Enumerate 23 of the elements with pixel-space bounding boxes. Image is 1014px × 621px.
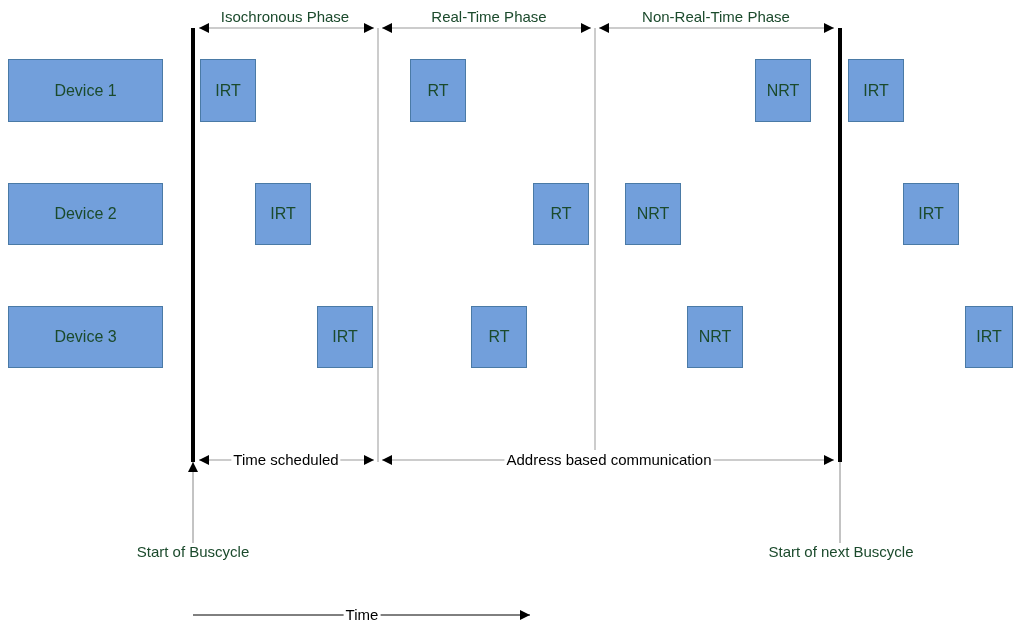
phase-label: Non-Real-Time Phase [640, 8, 792, 25]
time-slot-box: NRT [755, 59, 811, 122]
time-slot-box: NRT [625, 183, 681, 245]
time-slot-box: RT [471, 306, 527, 368]
device-box: Device 2 [8, 183, 163, 245]
leader-arrow [188, 461, 198, 544]
phase-label: Real-Time Phase [429, 8, 549, 25]
time-slot-box: IRT [965, 306, 1013, 368]
time-slot-box: IRT [200, 59, 256, 122]
duration-label: Time scheduled [231, 451, 341, 468]
cycle-label: Start of next Buscycle [751, 543, 931, 563]
time-slot-box: NRT [687, 306, 743, 368]
time-slot-box: RT [533, 183, 589, 245]
time-slot-box: RT [410, 59, 466, 122]
time-slot-box: IRT [903, 183, 959, 245]
time-slot-box: IRT [317, 306, 373, 368]
axis-label: Time [343, 606, 381, 621]
device-box: Device 3 [8, 306, 163, 368]
device-box: Device 1 [8, 59, 163, 122]
time-slot-box: IRT [255, 183, 311, 245]
duration-label: Address based communication [504, 451, 714, 468]
time-slot-box: IRT [848, 59, 904, 122]
cycle-label: Start of Buscycle [113, 543, 273, 563]
